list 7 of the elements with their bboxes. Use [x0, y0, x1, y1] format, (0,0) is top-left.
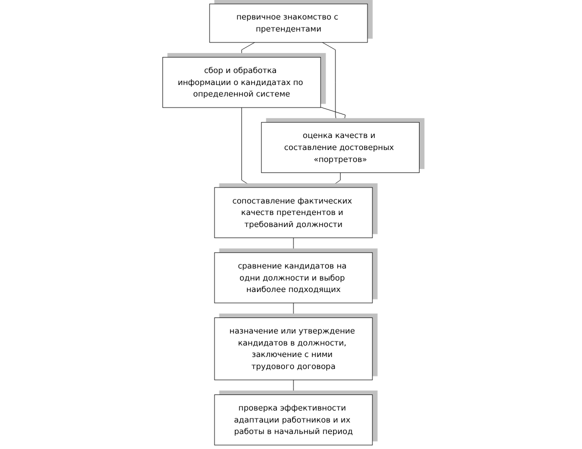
connector: [322, 42, 337, 123]
connector: [293, 302, 294, 318]
connector: [241, 107, 254, 188]
connector: [293, 380, 294, 395]
connector: [241, 42, 255, 58]
connector: [329, 172, 341, 188]
connector: [293, 238, 294, 253]
